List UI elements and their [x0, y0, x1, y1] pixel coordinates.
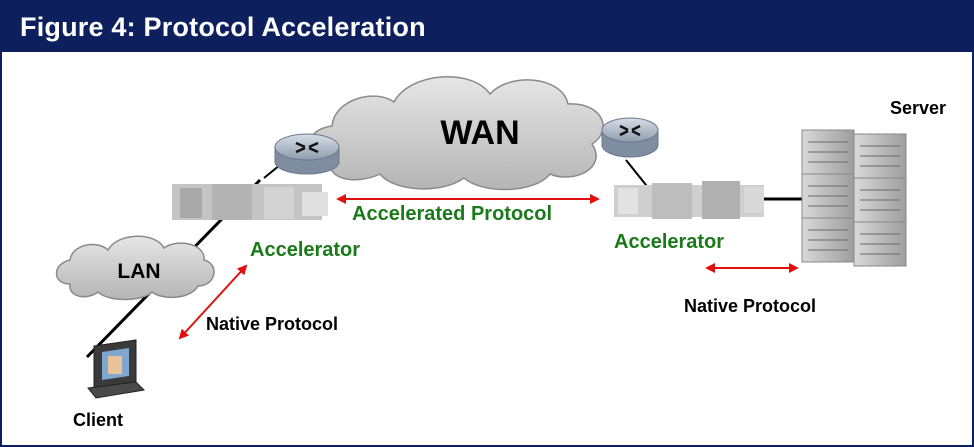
router-icon [274, 133, 340, 175]
wan-label: WAN [440, 114, 519, 152]
native-protocol-right-label: Native Protocol [684, 296, 816, 316]
lan-cloud-icon: LAN [55, 235, 215, 301]
server-label: Server [890, 98, 946, 118]
native-protocol-arrow-left [178, 264, 248, 340]
native-protocol-left-label: Native Protocol [206, 314, 338, 334]
lan-label: LAN [117, 260, 160, 283]
accelerator-appliance-icon [614, 181, 764, 219]
accelerator-left-label: Accelerator [250, 239, 360, 261]
protocol-arrows [178, 194, 799, 340]
title-bar: Figure 4: Protocol Acceleration [2, 2, 972, 52]
accelerator-appliance-icon [172, 184, 328, 220]
router-icon [601, 117, 659, 158]
desktop-computer-icon [87, 339, 146, 399]
wan-cloud-icon: WAN [308, 76, 604, 191]
accelerator-right-label: Accelerator [614, 231, 724, 253]
accelerated-protocol-label: Accelerated Protocol [352, 203, 552, 225]
figure-title: Figure 4: Protocol Acceleration [20, 12, 426, 42]
server-rack-icon [801, 129, 907, 267]
client-label: Client [73, 410, 123, 430]
